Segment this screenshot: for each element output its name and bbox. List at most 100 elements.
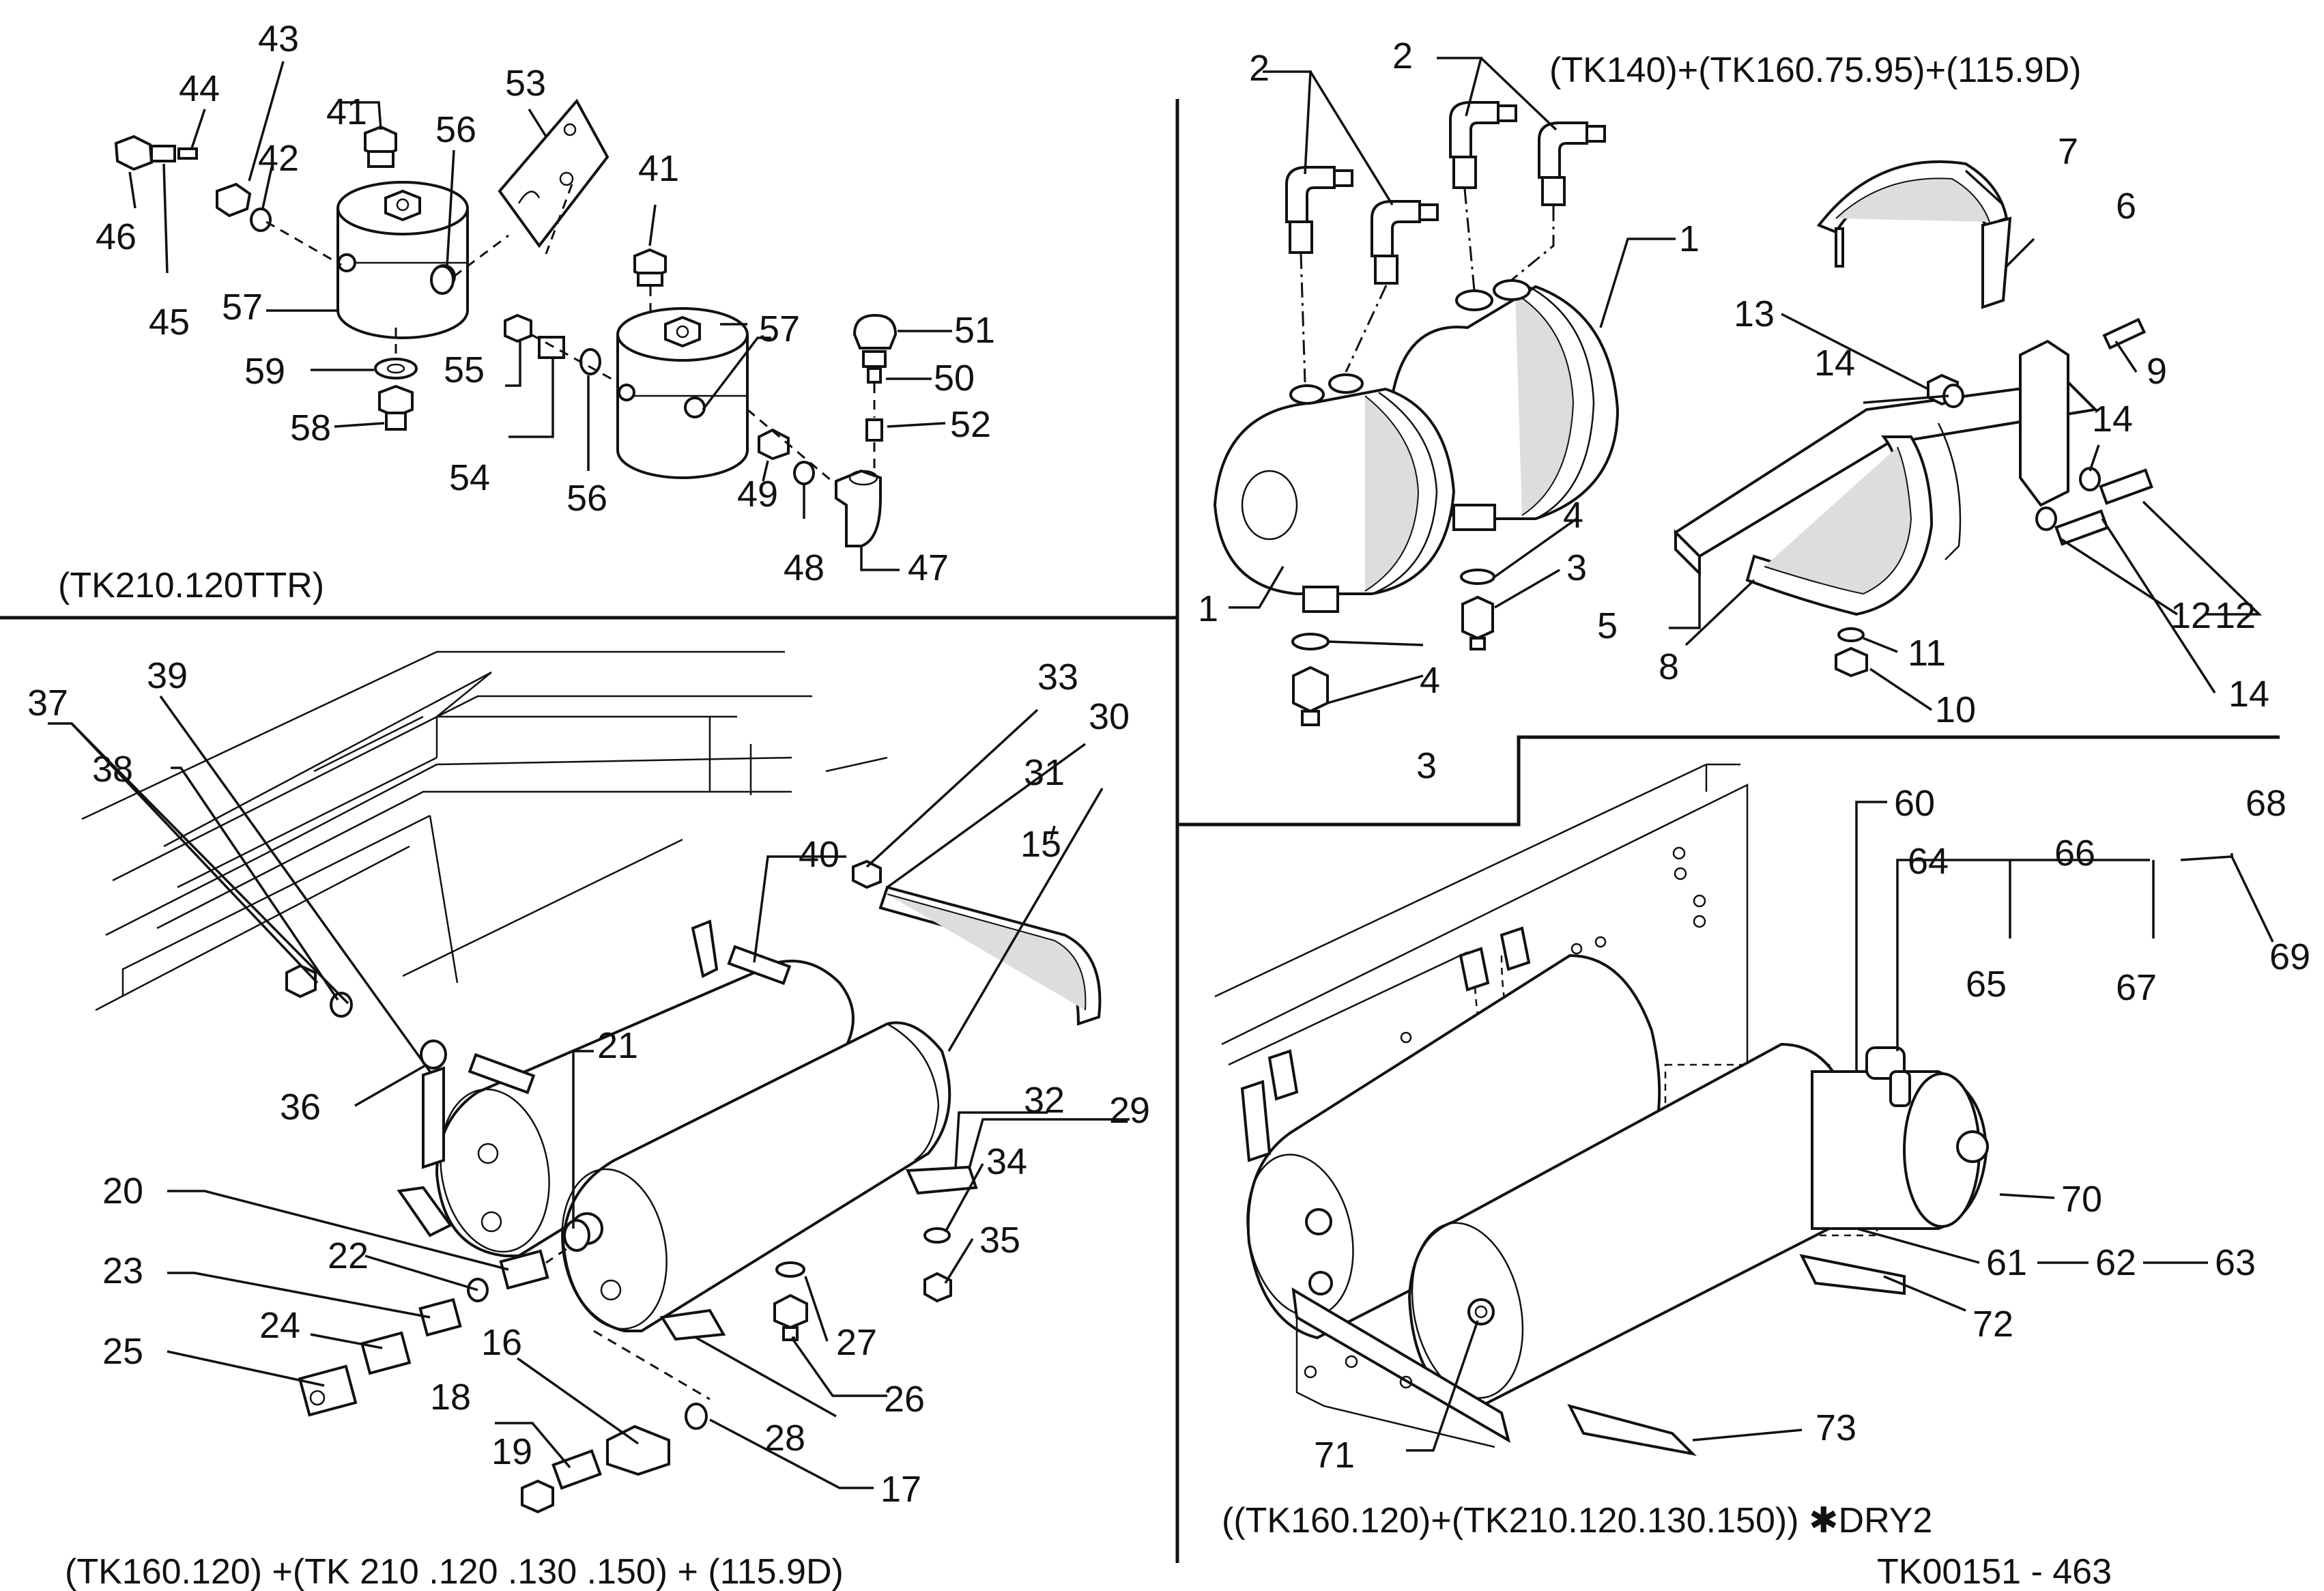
label-54: 54 <box>449 457 490 498</box>
label-67: 67 <box>2116 967 2157 1008</box>
label-55: 55 <box>444 349 485 390</box>
label-41: 41 <box>638 148 679 189</box>
label-53: 53 <box>505 63 546 104</box>
label-18: 18 <box>430 1377 471 1418</box>
elbow-2d <box>1538 121 1588 179</box>
label-22: 22 <box>328 1235 369 1276</box>
label-41: 41 <box>326 91 367 132</box>
label-38: 38 <box>92 749 133 790</box>
label-51: 51 <box>954 310 995 351</box>
fitting-nut-46 <box>114 134 154 171</box>
elbow-47 <box>835 469 882 547</box>
label-8: 8 <box>1659 646 1679 687</box>
label-64: 64 <box>1908 841 1949 882</box>
label-28: 28 <box>764 1418 805 1459</box>
label-13: 13 <box>1734 293 1775 334</box>
chassis-frame <box>81 650 888 1012</box>
label-52: 52 <box>950 404 991 445</box>
drawing-number: TK00151 - 463 <box>1877 1552 2112 1591</box>
label-19: 19 <box>491 1431 532 1472</box>
elbow-2c <box>1449 101 1500 158</box>
label-58: 58 <box>290 407 331 448</box>
label-71: 71 <box>1314 1435 1355 1476</box>
label-73: 73 <box>1816 1407 1856 1448</box>
label-24: 24 <box>259 1305 300 1346</box>
label-36: 36 <box>280 1087 321 1128</box>
label-59: 59 <box>244 351 285 392</box>
top-right-panel: (TK140)+(TK160.75.95)+(115.9D) <box>1198 35 2269 786</box>
label-37: 37 <box>27 683 68 723</box>
caption-bottom-right: ((TK160.120)+(TK210.120.130.150)) ✱DRY2 <box>1222 1501 1932 1540</box>
label-34: 34 <box>986 1141 1027 1182</box>
label-39: 39 <box>147 655 188 696</box>
label-10: 10 <box>1935 689 1976 730</box>
label-60: 60 <box>1894 783 1935 824</box>
label-35: 35 <box>979 1220 1020 1261</box>
label-1: 1 <box>1198 588 1218 629</box>
panel-dividers <box>0 99 2280 1563</box>
label-4: 4 <box>1420 660 1440 701</box>
label-29: 29 <box>1109 1090 1150 1131</box>
label-56: 56 <box>566 478 607 519</box>
dryer-upper <box>336 208 469 339</box>
label-68: 68 <box>2246 783 2286 824</box>
label-56: 56 <box>435 109 476 150</box>
label-57: 57 <box>759 309 800 349</box>
dryer-lower <box>616 334 749 479</box>
label-6: 6 <box>2116 186 2136 227</box>
clip-73 <box>1567 1403 1697 1457</box>
bottom-right-panel: 60 68 64 66 69 65 67 70 61 62 63 72 73 7… <box>1214 763 2310 1591</box>
label-12: 12 <box>2215 595 2256 636</box>
label-2: 2 <box>1392 35 1413 76</box>
label-7: 7 <box>2058 131 2078 172</box>
label-21: 21 <box>597 1025 638 1066</box>
label-12: 12 <box>2170 595 2211 636</box>
clip-72 <box>1799 1254 1906 1295</box>
label-33: 33 <box>1037 657 1078 698</box>
label-20: 20 <box>102 1171 143 1212</box>
label-14: 14 <box>2228 674 2269 715</box>
fitting-43 <box>216 182 252 218</box>
elbow-2b <box>1371 200 1421 257</box>
label-32: 32 <box>1024 1080 1065 1121</box>
label-61: 61 <box>1986 1242 2027 1283</box>
washer-42 <box>250 207 272 232</box>
caption-bottom-left: (TK160.120) +(TK 210 .120 .130 .150) + (… <box>65 1552 844 1591</box>
bottom-left-panel: 39 33 37 30 38 31 15 40 21 36 32 29 34 2… <box>27 650 1150 1591</box>
top-left-panel: 43 44 41 42 56 53 41 46 45 57 59 55 57 5… <box>58 18 995 605</box>
label-9: 9 <box>2147 351 2167 392</box>
label-72: 72 <box>1972 1304 2013 1345</box>
bracket-6 <box>1981 216 2012 309</box>
bracket-53 <box>498 98 609 248</box>
label-31: 31 <box>1024 752 1065 793</box>
label-23: 23 <box>102 1250 143 1291</box>
label-43: 43 <box>258 18 299 59</box>
label-57: 57 <box>222 287 263 328</box>
label-48: 48 <box>784 547 824 588</box>
label-3: 3 <box>1566 547 1587 588</box>
air-tank-front-bl <box>561 1021 951 1332</box>
elbow-2a <box>1285 166 1336 223</box>
pin-44 <box>177 147 198 160</box>
label-45: 45 <box>149 302 190 343</box>
label-70: 70 <box>2061 1179 2102 1220</box>
label-4: 4 <box>1563 495 1583 536</box>
label-66: 66 <box>2054 833 2095 874</box>
label-30: 30 <box>1089 696 1130 737</box>
label-63: 63 <box>2215 1242 2256 1283</box>
label-49: 49 <box>737 474 778 515</box>
label-1: 1 <box>1679 218 1699 259</box>
label-46: 46 <box>96 216 137 257</box>
caption-top-right: (TK140)+(TK160.75.95)+(115.9D) <box>1549 51 2081 90</box>
label-16: 16 <box>481 1322 522 1363</box>
label-25: 25 <box>102 1331 143 1372</box>
label-26: 26 <box>884 1379 925 1420</box>
fitting-45 <box>150 145 176 162</box>
label-2: 2 <box>1249 48 1269 89</box>
label-62: 62 <box>2095 1242 2136 1283</box>
caption-top-left: (TK210.120TTR) <box>58 566 324 605</box>
label-40: 40 <box>799 834 840 875</box>
label-14: 14 <box>2092 399 2133 440</box>
label-15: 15 <box>1020 824 1061 865</box>
